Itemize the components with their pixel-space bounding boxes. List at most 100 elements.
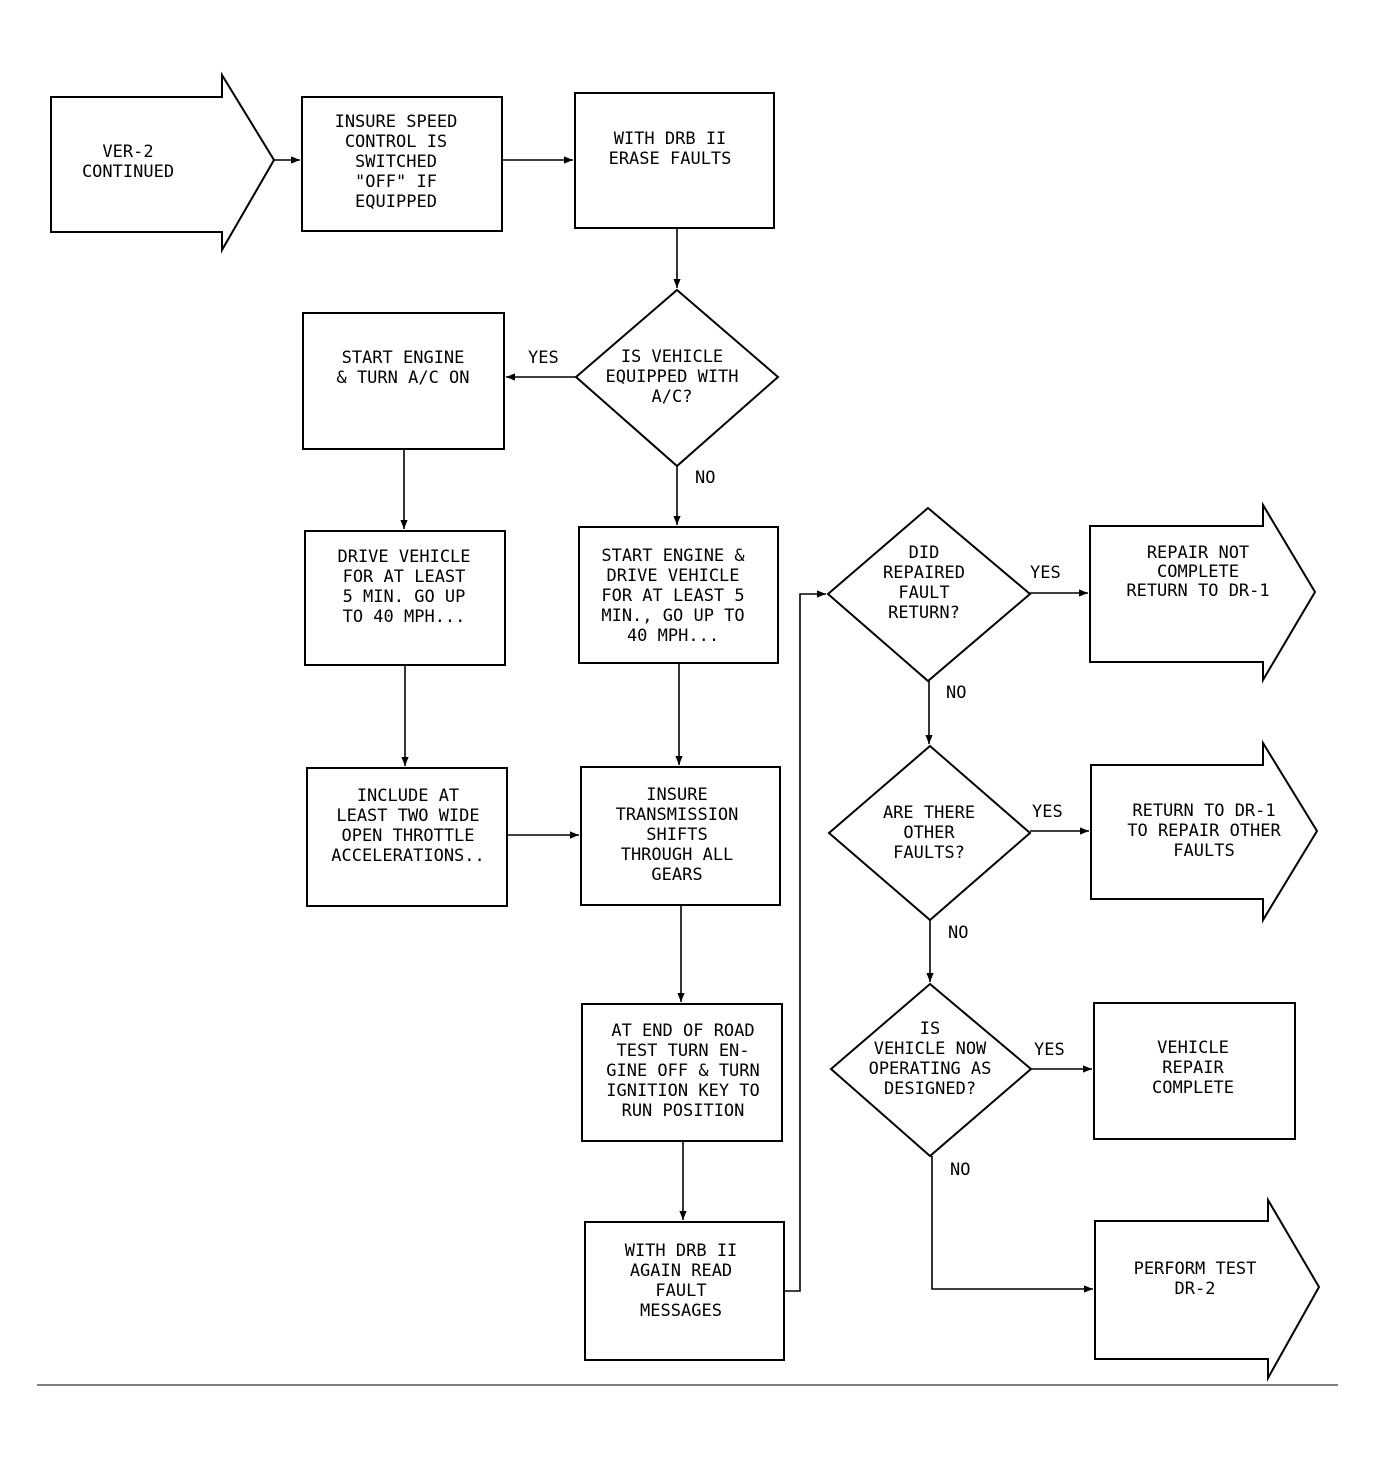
transmission-shifts-text-line-2: TRANSMISSION	[616, 805, 739, 825]
other-faults-question-text-line-3: FAULTS?	[893, 843, 965, 863]
return-repair-other-text-line-3: FAULTS	[1173, 841, 1234, 861]
vehicle-repair-complete-text-line-2: REPAIR	[1162, 1058, 1224, 1078]
connector-read-faults-to-fault-return	[784, 590, 826, 1292]
insure-speed-control-box	[301, 96, 503, 232]
connector-operating-no	[931, 1156, 1093, 1293]
drive-vehicle-ac-text-line-1: DRIVE VEHICLE	[337, 547, 470, 567]
insure-speed-control-text-line-2: CONTROL IS	[345, 132, 447, 152]
insure-speed-control-text-line-5: EQUIPPED	[355, 192, 437, 212]
wide-open-throttle-text-line-3: OPEN THROTTLE	[341, 826, 474, 846]
end-of-road-test-box	[581, 1003, 783, 1142]
operating-question-text-line-4: DESIGNED?	[884, 1079, 976, 1099]
operating-question-text-line-3: OPERATING AS	[869, 1059, 992, 1079]
return-repair-other-arrow-shape	[1090, 739, 1319, 924]
end-of-road-test-text-line-3: GINE OFF & TURN	[606, 1061, 760, 1081]
end-of-road-test-text-line-4: IGNITION KEY TO	[606, 1081, 760, 1101]
fault-return-no-label: NO	[946, 683, 966, 703]
return-repair-other-text-line-2: TO REPAIR OTHER	[1127, 821, 1281, 841]
ac-question-text-line-3: A/C?	[652, 387, 693, 407]
repair-not-complete-text-line-2: COMPLETE	[1157, 562, 1239, 582]
start-engine-ac-text-line-2: & TURN A/C ON	[336, 368, 469, 388]
ver2-continued-text-line-2: CONTINUED	[82, 162, 174, 182]
other-faults-yes-label: YES	[1032, 802, 1063, 822]
wide-open-throttle-text-line-1: INCLUDE AT	[357, 786, 459, 806]
operating-yes-label: YES	[1034, 1040, 1065, 1060]
operating-no-label: NO	[950, 1160, 970, 1180]
read-fault-messages-text-line-3: FAULT	[655, 1281, 706, 1301]
start-engine-drive-text-line-1: START ENGINE &	[601, 546, 745, 566]
return-repair-other-text-line-1: RETURN TO DR-1	[1132, 801, 1275, 821]
fault-return-yes-label: YES	[1030, 563, 1061, 583]
insure-speed-control-text-line-3: SWITCHED	[355, 152, 437, 172]
other-faults-question-text-line-2: OTHER	[903, 823, 955, 843]
ver2-continued-text-line-1: VER-2	[102, 142, 153, 162]
transmission-shifts-text-line-1: INSURE	[646, 785, 707, 805]
wide-open-throttle-text-line-2: LEAST TWO WIDE	[336, 806, 479, 826]
ver2-continued-arrow-shape	[50, 71, 276, 254]
read-fault-messages-text-line-1: WITH DRB II	[625, 1241, 738, 1261]
erase-faults-text-line-2: ERASE FAULTS	[609, 149, 732, 169]
ac-question-text-line-1: IS VEHICLE	[621, 347, 723, 367]
transmission-shifts-text-line-4: THROUGH ALL	[621, 845, 734, 865]
fault-return-question-text-line-3: FAULT	[898, 583, 949, 603]
operating-question-diamond	[829, 982, 1033, 1158]
transmission-shifts-text-line-5: GEARS	[651, 865, 702, 885]
vehicle-repair-complete-box	[1093, 1002, 1296, 1140]
start-engine-ac-text-line-1: START ENGINE	[342, 348, 465, 368]
ac-yes-label: YES	[528, 348, 559, 368]
operating-question-text-line-1: IS	[920, 1019, 940, 1039]
perform-test-dr2-text-line-1: PERFORM TEST	[1134, 1259, 1257, 1279]
end-of-road-test-text-line-1: AT END OF ROAD	[611, 1021, 754, 1041]
wide-open-throttle-text-line-4: ACCELERATIONS..	[331, 846, 485, 866]
vehicle-repair-complete-text-line-1: VEHICLE	[1157, 1038, 1229, 1058]
start-engine-drive-text-line-5: 40 MPH...	[627, 626, 719, 646]
drive-vehicle-ac-text-line-3: 5 MIN. GO UP	[343, 587, 466, 607]
start-engine-drive-text-line-2: DRIVE VEHICLE	[606, 566, 739, 586]
end-of-road-test-text-line-2: TEST TURN EN-	[616, 1041, 749, 1061]
fault-return-question-text-line-1: DID	[909, 543, 940, 563]
fault-return-question-diamond	[826, 506, 1032, 683]
other-faults-no-label: NO	[948, 923, 968, 943]
erase-faults-text-line-1: WITH DRB II	[614, 129, 727, 149]
fault-return-question-text-line-2: REPAIRED	[883, 563, 965, 583]
repair-not-complete-text-line-1: REPAIR NOT	[1147, 543, 1249, 563]
operating-question-text-line-2: VEHICLE NOW	[874, 1039, 987, 1059]
start-engine-ac-text: START ENGINE& TURN A/C ON	[336, 348, 469, 388]
wide-open-throttle-box	[306, 767, 508, 907]
perform-test-dr2-text-line-2: DR-2	[1175, 1279, 1216, 1299]
other-faults-question-text-line-1: ARE THERE	[883, 803, 975, 823]
ac-no-label: NO	[695, 468, 715, 488]
erase-faults-box	[574, 92, 775, 229]
drive-vehicle-ac-text-line-4: TO 40 MPH...	[343, 607, 466, 627]
end-of-road-test-text-line-5: RUN POSITION	[622, 1101, 745, 1121]
read-fault-messages-box	[584, 1221, 785, 1361]
insure-speed-control-text-line-4: "OFF" IF	[355, 172, 437, 192]
fault-return-question-text-line-4: RETURN?	[888, 603, 960, 623]
transmission-shifts-text-line-3: SHIFTS	[646, 825, 707, 845]
transmission-shifts-box	[580, 766, 781, 906]
start-engine-drive-text-line-4: MIN., GO UP TO	[601, 606, 744, 626]
perform-test-dr2-arrow-shape	[1094, 1196, 1321, 1382]
vehicle-repair-complete-text-line-3: COMPLETE	[1152, 1078, 1234, 1098]
insure-speed-control-text-line-1: INSURE SPEED	[335, 112, 458, 132]
ac-question-text-line-2: EQUIPPED WITH	[605, 367, 738, 387]
drive-vehicle-ac-text-line-2: FOR AT LEAST	[343, 567, 466, 587]
